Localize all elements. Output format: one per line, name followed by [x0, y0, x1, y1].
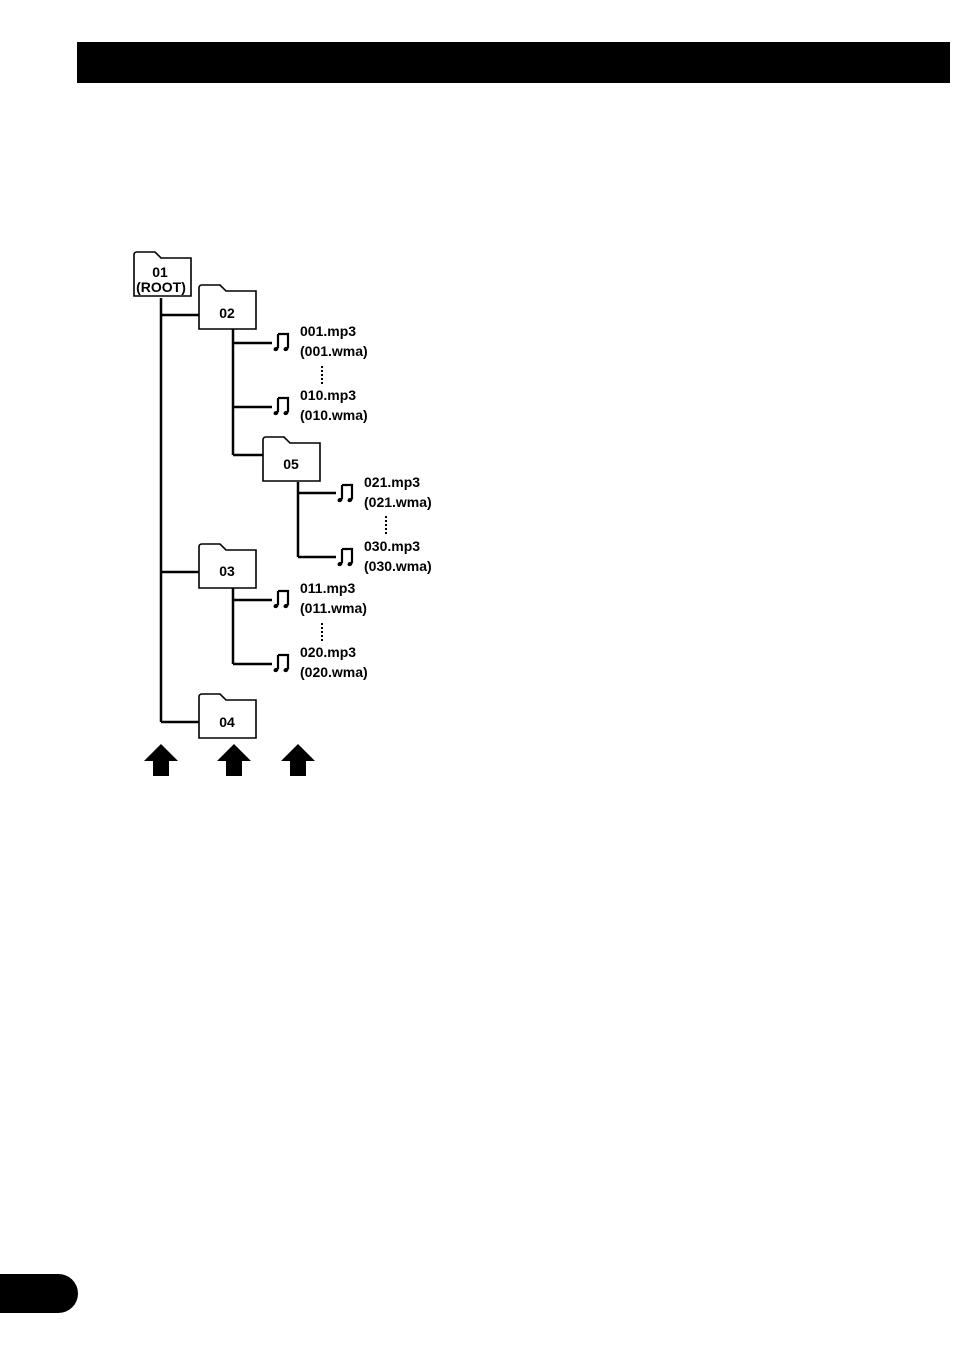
music-note-icon	[273, 334, 289, 352]
arrow-up-icon	[217, 744, 251, 776]
file-030-wma: (030.wma)	[364, 558, 432, 574]
file-001-mp3: 001.mp3	[300, 323, 356, 339]
file-001: 001.mp3 (001.wma)	[273, 323, 368, 359]
file-020: 020.mp3 (020.wma)	[273, 644, 368, 680]
file-011-wma: (011.wma)	[300, 600, 367, 616]
folder-02: 02	[199, 285, 256, 329]
music-note-icon	[273, 655, 289, 673]
music-note-icon	[337, 549, 353, 567]
folder-01-sublabel: (ROOT)	[136, 279, 186, 295]
file-010: 010.mp3 (010.wma)	[273, 387, 368, 423]
level-arrows	[144, 744, 315, 776]
music-note-icon	[273, 591, 289, 609]
folder-01-root: 01 (ROOT)	[134, 252, 191, 296]
file-030-mp3: 030.mp3	[364, 538, 420, 554]
file-010-wma: (010.wma)	[300, 407, 368, 423]
file-010-mp3: 010.mp3	[300, 387, 356, 403]
file-020-mp3: 020.mp3	[300, 644, 356, 660]
folder-01-label: 01	[152, 264, 168, 280]
folder-02-label: 02	[219, 305, 235, 321]
file-021-mp3: 021.mp3	[364, 474, 420, 490]
music-note-icon	[337, 485, 353, 503]
arrow-up-icon	[281, 744, 315, 776]
folder-05: 05	[263, 437, 320, 481]
folder-03-label: 03	[219, 563, 235, 579]
file-020-wma: (020.wma)	[300, 664, 368, 680]
file-011-mp3: 011.mp3	[300, 580, 355, 596]
arrow-up-icon	[144, 744, 178, 776]
folder-05-label: 05	[283, 456, 299, 472]
music-note-icon	[273, 398, 289, 416]
file-021: 021.mp3 (021.wma)	[337, 474, 432, 510]
page-number-tab	[0, 1274, 78, 1313]
folder-04: 04	[199, 694, 256, 738]
folder-03: 03	[199, 544, 256, 588]
file-030: 030.mp3 (030.wma)	[337, 538, 432, 574]
file-011: 011.mp3 (011.wma)	[273, 580, 367, 616]
folder-04-label: 04	[219, 714, 235, 730]
file-021-wma: (021.wma)	[364, 494, 432, 510]
file-001-wma: (001.wma)	[300, 343, 368, 359]
